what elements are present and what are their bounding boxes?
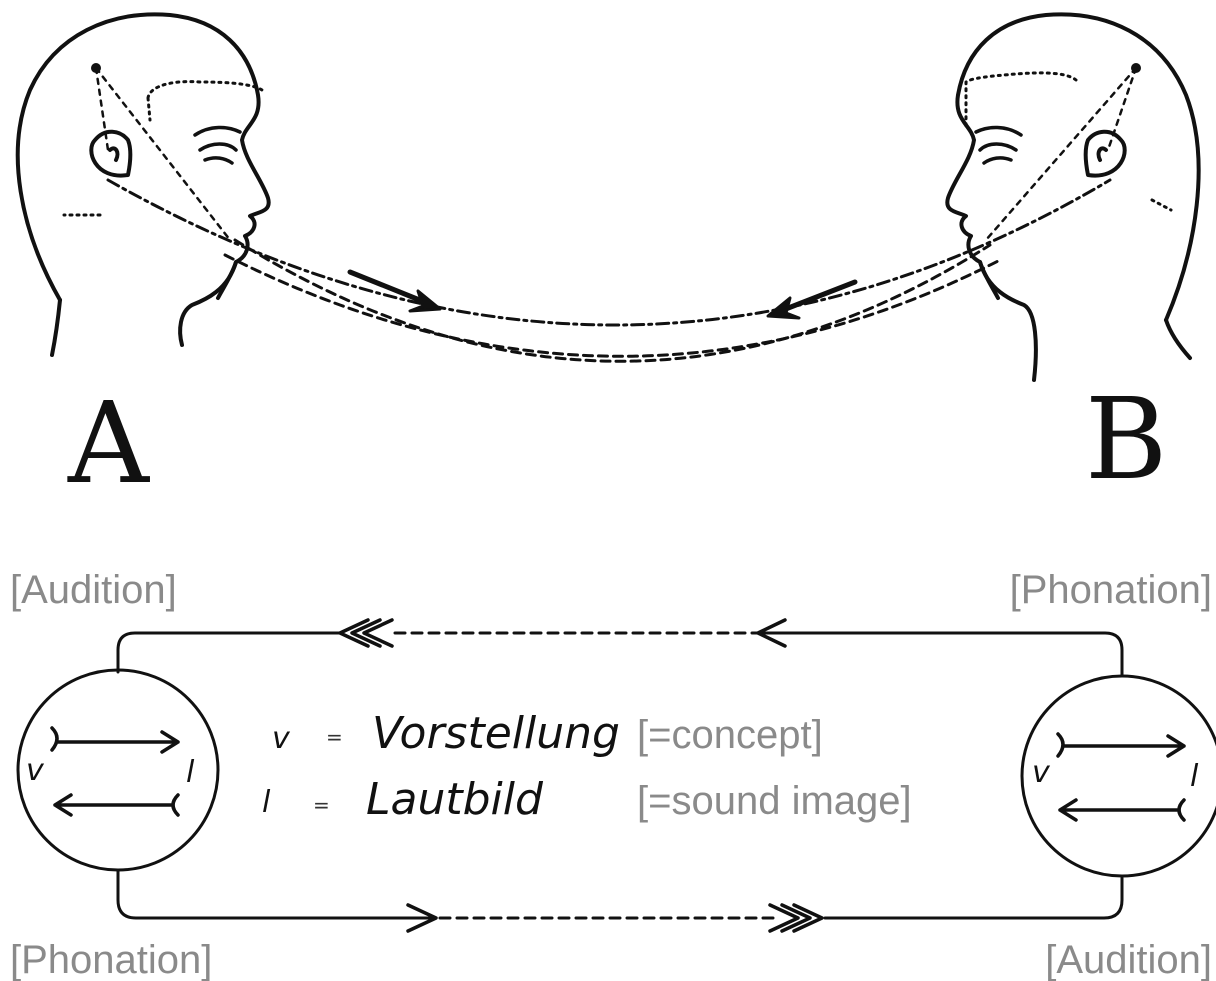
arc-dashed-inner xyxy=(223,253,1002,358)
circle-a-outline xyxy=(16,668,220,872)
circle-b-outline xyxy=(1020,674,1216,878)
head-b-neck xyxy=(978,260,1038,382)
legend-v-term: Vorstellung xyxy=(372,708,620,759)
speaker-b-label: B xyxy=(1085,375,1167,505)
bottom-triple-arrow-icon xyxy=(768,903,824,933)
top-single-arrow-icon xyxy=(756,618,787,648)
circle-b-v-letter: v xyxy=(1032,755,1051,790)
arc-dash-dot xyxy=(106,178,1112,327)
head-b-eyebrow xyxy=(974,125,1023,137)
label-top-right: [Phonation] xyxy=(1010,568,1212,612)
circuit-bottom-left xyxy=(116,868,437,920)
circle-a-v-letter: v xyxy=(26,753,45,788)
head-a-hairline xyxy=(62,80,264,217)
head-a-skull xyxy=(15,12,271,302)
head-a-brain-ear-lines xyxy=(94,66,232,242)
legend-v-symbol: v xyxy=(272,721,291,756)
head-b-back-neck xyxy=(1164,318,1192,360)
arrow-right-icon xyxy=(347,269,442,313)
legend-l-symbol: l xyxy=(262,785,271,820)
sound-path-arcs xyxy=(106,178,1112,363)
circle-a-arrow-right-icon xyxy=(50,726,180,754)
head-b-eye xyxy=(978,142,1018,165)
circle-b-arrow-right-icon xyxy=(1056,732,1186,758)
circuit-bottom-right xyxy=(823,876,1124,920)
circuit-lines xyxy=(116,618,1124,933)
circle-a xyxy=(16,668,220,872)
legend-v-equals: = xyxy=(326,725,343,749)
circle-a-l-letter: l xyxy=(186,755,195,790)
bottom-single-arrow-icon xyxy=(406,903,438,933)
legend-l-gloss: [=sound image] xyxy=(637,779,912,823)
head-a-neck xyxy=(178,260,238,347)
head-a-ear xyxy=(89,129,133,178)
head-b-brain-ear-lines xyxy=(984,66,1138,242)
circuit-top-right xyxy=(758,631,1124,677)
circuit-top-left-corner xyxy=(116,631,342,674)
legend: v = Vorstellung [=concept] l = Lautbild … xyxy=(262,708,912,825)
legend-l-equals: = xyxy=(313,793,330,817)
legend-v-gloss: [=concept] xyxy=(637,713,823,757)
circle-b xyxy=(1020,674,1216,878)
label-bottom-left: [Phonation] xyxy=(10,938,212,981)
head-b-illustration xyxy=(945,12,1201,382)
head-a-eye xyxy=(198,142,238,165)
label-bottom-right: [Audition] xyxy=(1045,938,1212,981)
speaker-a-label: A xyxy=(67,379,150,509)
head-a-eyebrow xyxy=(193,125,242,137)
head-a-illustration xyxy=(15,12,271,357)
circle-b-l-letter: l xyxy=(1190,759,1199,794)
head-b-hairline xyxy=(964,71,1173,212)
circle-b-arrow-left-icon xyxy=(1058,798,1186,822)
arrow-left-icon xyxy=(766,279,858,320)
circle-a-arrow-left-icon xyxy=(53,793,180,817)
legend-l-term: Lautbild xyxy=(366,774,544,825)
head-b-skull xyxy=(945,12,1201,322)
top-triple-arrow-icon xyxy=(338,618,394,648)
arc-dashed xyxy=(233,238,992,363)
direction-arrows-top xyxy=(347,269,858,320)
head-b-ear xyxy=(1083,129,1127,178)
label-top-left: [Audition] xyxy=(10,568,177,612)
head-a-back-neck xyxy=(50,298,62,357)
